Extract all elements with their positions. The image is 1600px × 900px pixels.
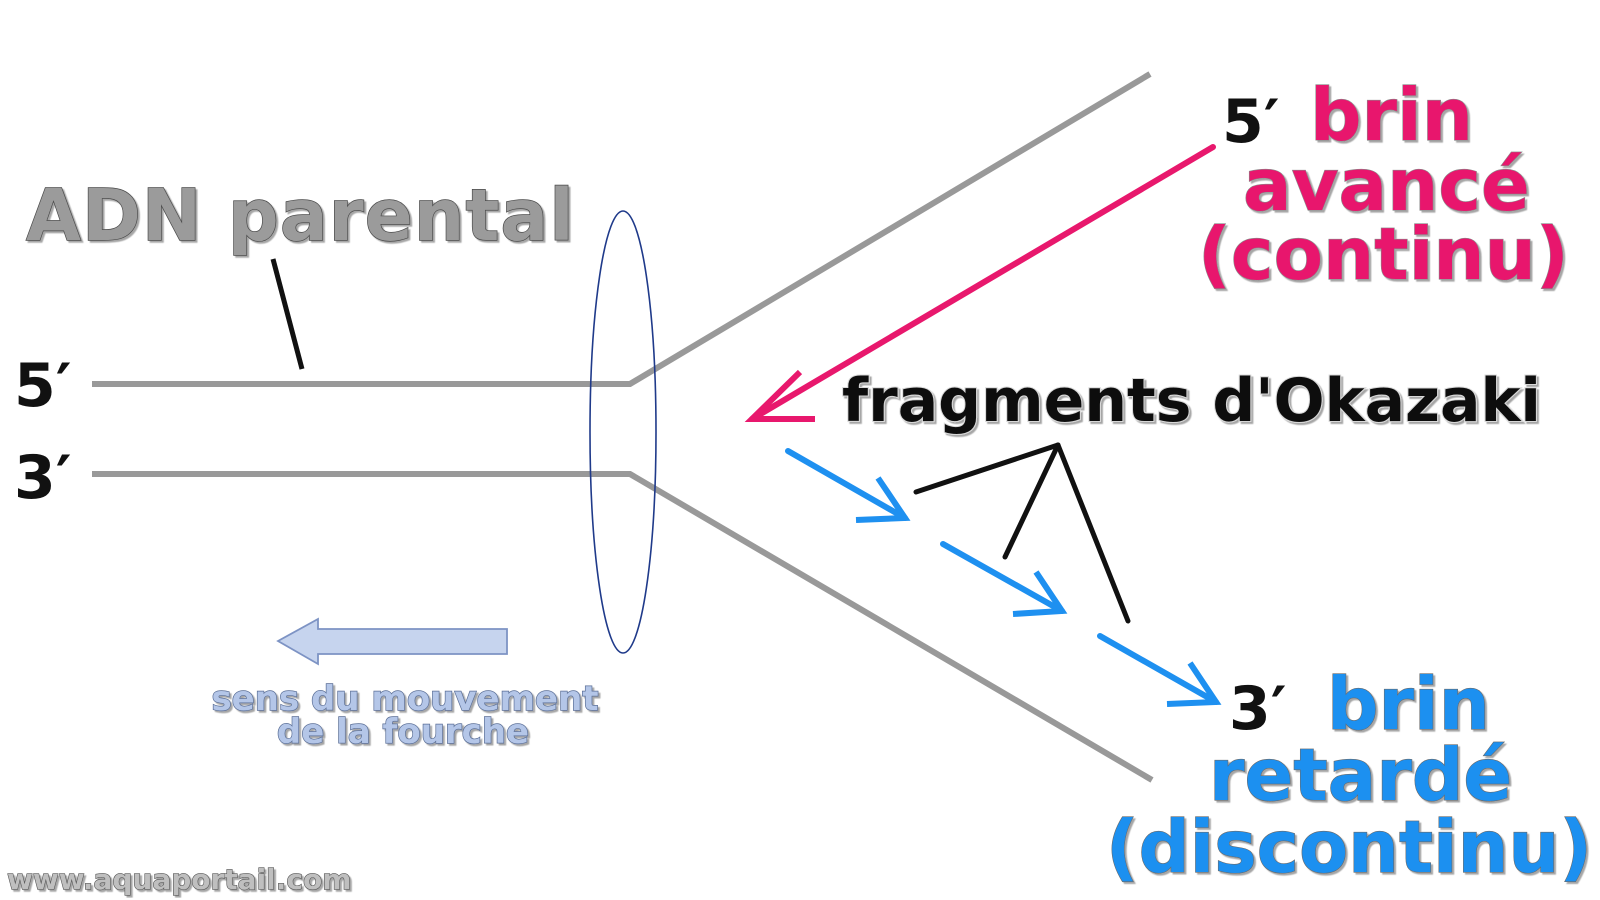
- fork-direction-label-line1: sens du mouvement: [211, 679, 598, 719]
- okazaki-fragment-2: [940, 541, 1068, 617]
- lagging-strand-label-discontinu: (discontinu): [1106, 805, 1592, 889]
- lagging-strand-label-retarde: retardé: [1209, 733, 1512, 817]
- strand-end-3prime-left: 3′: [14, 443, 72, 513]
- okazaki-fragment-arrows: [785, 448, 1222, 707]
- leading-strand-arrow: [744, 144, 1216, 422]
- leading-strand-label-brin: brin: [1310, 73, 1473, 157]
- top-strand: [92, 71, 1152, 387]
- fork-direction-label-line2: de la fourche: [277, 712, 529, 752]
- lagging-strand-label-brin: brin: [1327, 662, 1490, 746]
- leading-strand-label-continu: (continu): [1198, 212, 1569, 296]
- strand-end-5prime-left: 5′: [14, 351, 72, 421]
- okazaki-fragment-1: [785, 448, 911, 523]
- watermark-url: www.aquaportail.com: [7, 863, 351, 896]
- parental-dna-strands: [92, 71, 1154, 783]
- bottom-strand: [92, 471, 1154, 783]
- fork-direction-arrow: [276, 617, 508, 666]
- parental-dna-pointer: [270, 258, 305, 370]
- okazaki-fragments-label: fragments d'Okazaki: [842, 366, 1541, 436]
- leading-strand-label-avance: avancé: [1243, 143, 1530, 227]
- lagging-strand-end-3prime: 3′: [1229, 674, 1287, 744]
- fork-ellipse: [589, 210, 657, 654]
- okazaki-pointers: [913, 442, 1131, 624]
- okazaki-fragment-3: [1097, 633, 1222, 707]
- parental-dna-label: ADN parental: [26, 174, 575, 257]
- leading-strand-end-5prime: 5′: [1222, 87, 1280, 157]
